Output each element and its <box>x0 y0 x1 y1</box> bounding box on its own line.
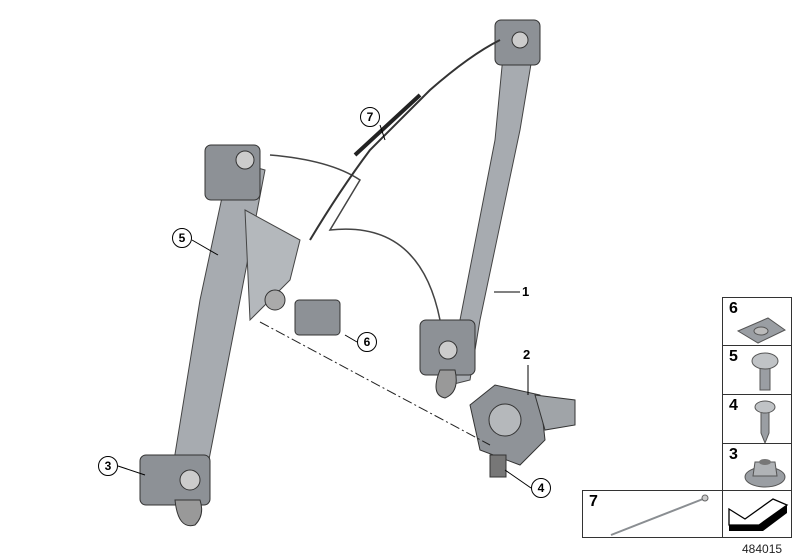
panel-cell-6: 6 <box>722 297 792 346</box>
screw-icon <box>754 400 776 445</box>
callout-4: 4 <box>531 478 551 498</box>
rear-guide-rail <box>419 19 541 399</box>
panel-cell-5: 5 <box>722 345 792 395</box>
panel-cell-3: 3 <box>722 443 792 491</box>
drive-motor <box>469 384 576 478</box>
flange-nut-icon <box>744 459 786 488</box>
callout-3: 3 <box>98 456 118 476</box>
assembly-line <box>259 321 491 446</box>
callout-6: 6 <box>357 332 377 352</box>
arrow-symbol-icon <box>728 498 789 531</box>
cable-sheath <box>309 39 501 241</box>
cable <box>269 154 441 321</box>
diagram-number: 484015 <box>742 542 783 556</box>
cable-tie-icon <box>610 494 709 536</box>
bolt-icon <box>751 352 779 391</box>
front-guide-rail <box>139 144 341 527</box>
panel-cell-7: 7 <box>582 490 723 538</box>
callout-1: 1 <box>522 284 530 299</box>
panel-cell-direction <box>722 490 792 538</box>
square-nut-plate-icon <box>736 317 786 344</box>
callout-2: 2 <box>523 347 531 362</box>
panel-cell-4: 4 <box>722 394 792 445</box>
callout-7: 7 <box>360 107 380 127</box>
callout-5: 5 <box>172 228 192 248</box>
